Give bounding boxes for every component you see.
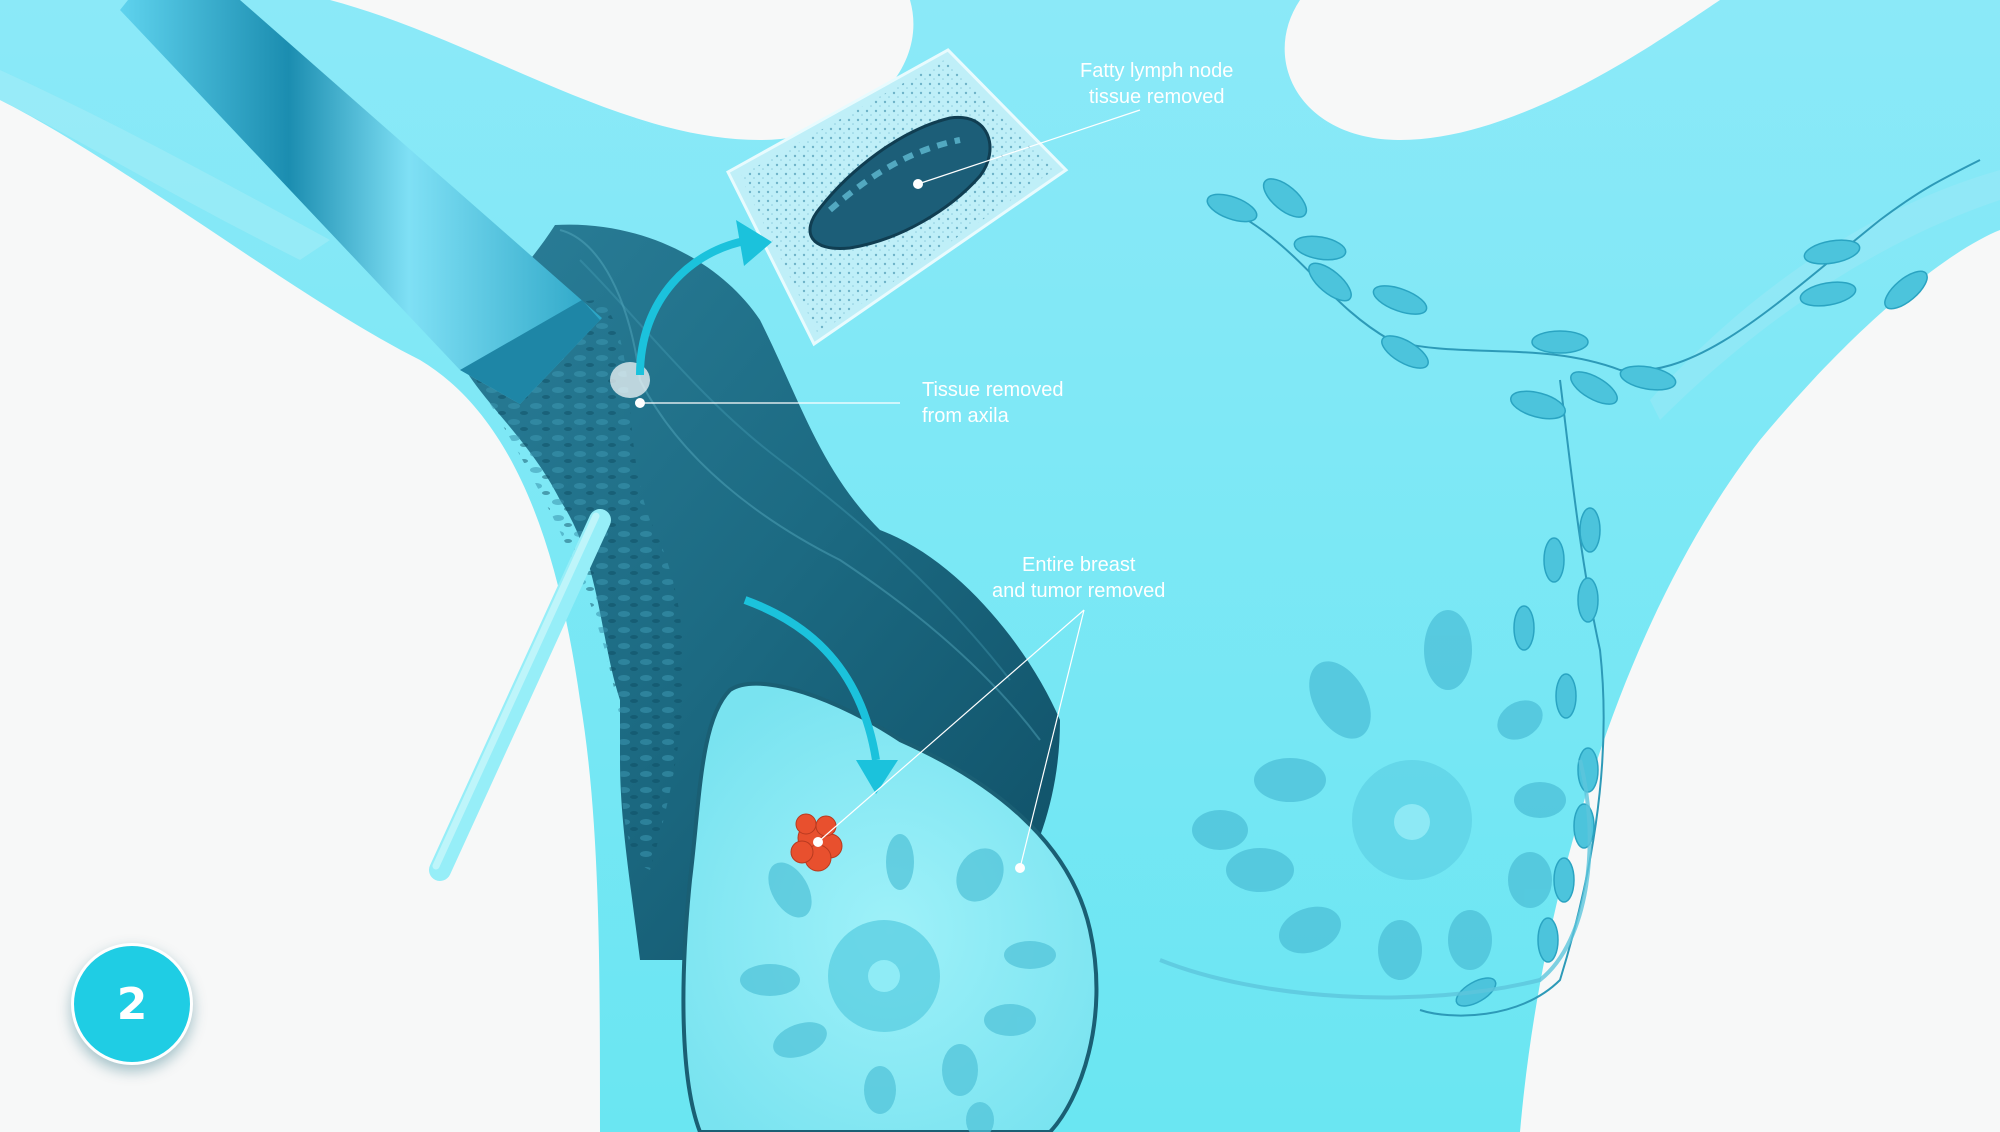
label-breast-line1: Entire breast — [1022, 554, 1136, 576]
leader-lines — [640, 109, 1141, 869]
curved-arrow-icon — [636, 236, 880, 761]
right-arm-shadow — [1650, 170, 2000, 420]
label-lymph-node-line1: Fatty lymph node — [1080, 60, 1234, 82]
label-axila-line2: from axila — [922, 405, 1009, 427]
lymph-node-specimen — [726, 48, 1069, 347]
step-badge: 2 — [71, 943, 193, 1065]
leader-dots — [635, 179, 1025, 873]
lymph-node-chain — [1206, 159, 1981, 1017]
retractor-icon — [120, 0, 602, 404]
arrow-head-lower — [856, 760, 898, 794]
right-breast — [1159, 610, 1592, 1000]
label-axila-line1: Tissue removed — [922, 379, 1064, 401]
arm-shadow — [0, 70, 330, 260]
label-lymph-node: Fatty lymph node tissue removed — [1080, 58, 1233, 110]
label-breast: Entire breast and tumor removed — [992, 552, 1165, 604]
label-axila: Tissue removed from axila — [922, 377, 1064, 429]
arrow-head-upper — [736, 220, 772, 266]
label-lymph-node-line2: tissue removed — [1088, 86, 1225, 108]
label-breast-line2: and tumor removed — [992, 580, 1166, 602]
